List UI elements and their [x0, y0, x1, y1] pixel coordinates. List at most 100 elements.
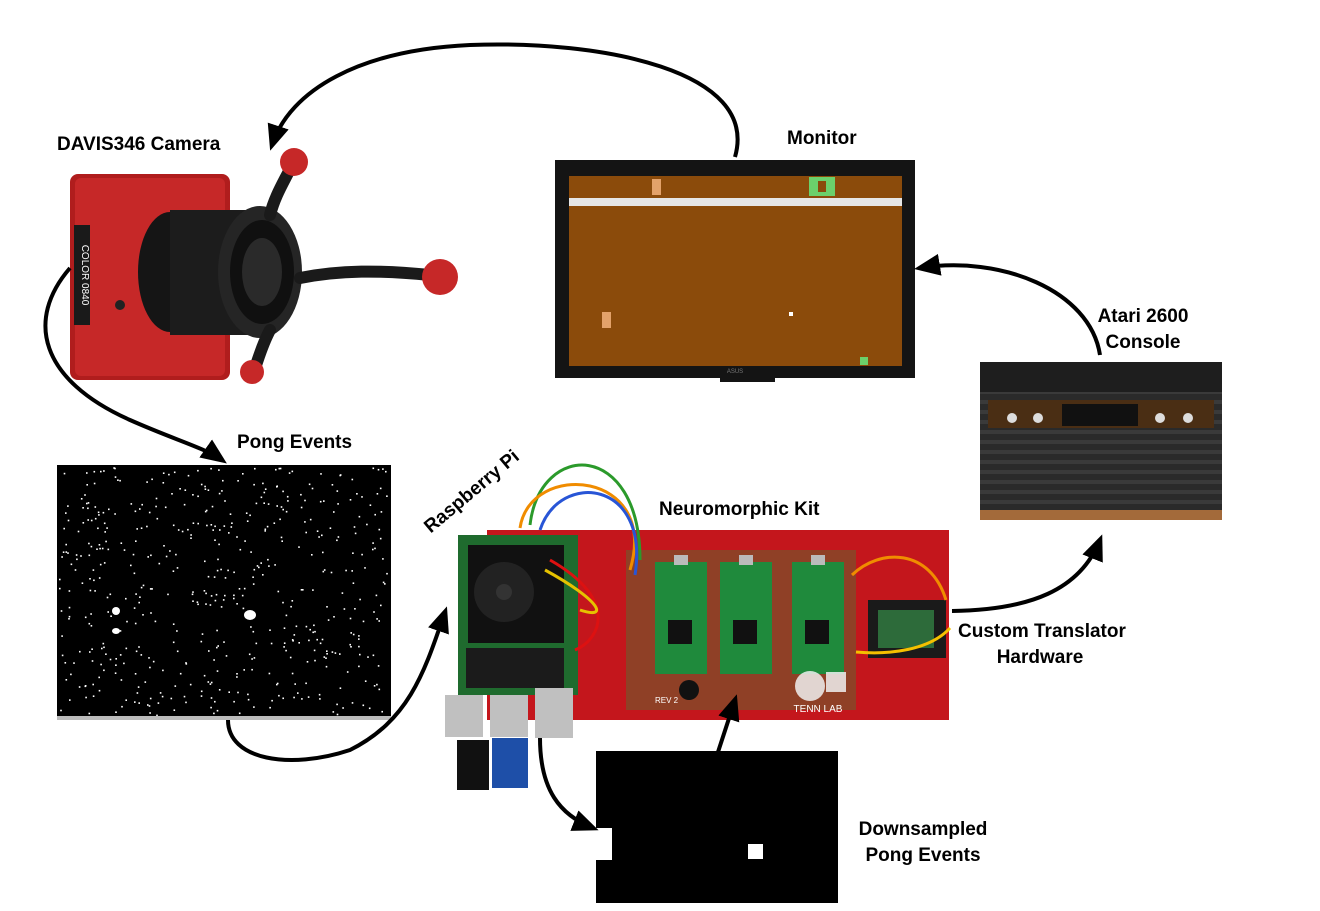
- event-dot: [98, 544, 101, 546]
- event-dot: [374, 513, 376, 516]
- event-dot: [282, 490, 284, 493]
- event-dot: [279, 518, 281, 521]
- event-dot: [117, 479, 119, 481]
- event-dot: [158, 562, 161, 565]
- event-dot: [247, 698, 250, 701]
- event-dot: [102, 642, 105, 645]
- event-dot: [92, 569, 95, 571]
- event-dot: [216, 670, 219, 672]
- event-dot: [339, 653, 341, 655]
- event-dot: [322, 570, 325, 573]
- event-dot: [91, 648, 93, 650]
- event-dot: [82, 507, 84, 509]
- event-dot: [216, 629, 218, 632]
- event-dot: [151, 478, 153, 481]
- event-dot: [79, 650, 81, 653]
- event-dot: [125, 699, 127, 701]
- event-dot: [245, 512, 248, 514]
- event-dot: [253, 706, 255, 708]
- event-dot: [250, 551, 252, 553]
- event-dot: [139, 508, 141, 510]
- event-dot: [307, 696, 310, 698]
- event-dot: [275, 468, 277, 471]
- event-dot: [378, 688, 381, 691]
- event-dot: [276, 683, 278, 686]
- event-dot: [106, 596, 109, 599]
- event-dot: [218, 469, 220, 471]
- event-dot: [197, 522, 199, 525]
- event-dot: [267, 558, 269, 561]
- event-dot: [168, 473, 170, 476]
- event-dot: [314, 630, 316, 633]
- event-dot: [172, 524, 175, 527]
- event-dot: [293, 696, 295, 699]
- event-dot: [322, 551, 324, 554]
- event-dot: [138, 601, 140, 604]
- event-dot: [304, 521, 306, 523]
- event-dot: [366, 523, 368, 526]
- event-dot: [319, 642, 322, 645]
- event-dot: [229, 513, 232, 515]
- event-dot: [334, 652, 337, 654]
- event-dot: [326, 650, 328, 652]
- event-dot: [300, 589, 303, 591]
- pico-board-3: [792, 555, 844, 674]
- event-dot: [150, 612, 152, 614]
- event-dot: [80, 555, 82, 557]
- event-dot: [90, 519, 93, 522]
- event-dot: [269, 629, 271, 631]
- neuromorphic-board: TENN LAB REV 2: [487, 530, 952, 720]
- event-dot: [82, 522, 85, 524]
- event-dot: [103, 470, 105, 472]
- event-dot: [204, 560, 206, 563]
- event-dot: [308, 483, 311, 486]
- event-dot: [252, 583, 255, 585]
- event-dot: [211, 505, 214, 508]
- event-dot: [377, 468, 380, 471]
- event-dot: [283, 642, 286, 644]
- event-dot: [214, 599, 217, 602]
- event-dot: [146, 525, 148, 528]
- event-dot: [172, 570, 175, 572]
- event-dot: [89, 589, 92, 592]
- event-dot: [316, 638, 318, 641]
- event-dot: [219, 529, 221, 531]
- event-dot: [319, 500, 322, 503]
- event-dot: [70, 563, 73, 566]
- event-dot: [93, 482, 96, 485]
- event-dot: [105, 653, 107, 655]
- event-dot: [343, 608, 346, 610]
- event-dot: [187, 528, 189, 531]
- event-dot: [140, 527, 143, 529]
- event-dot: [305, 625, 308, 628]
- event-dot: [238, 712, 241, 715]
- event-dot: [88, 554, 91, 557]
- event-dot: [59, 578, 61, 581]
- event-dot: [288, 472, 291, 474]
- event-dot: [283, 646, 285, 648]
- event-dot: [207, 575, 210, 578]
- event-dot: [285, 614, 288, 617]
- event-dot: [65, 543, 67, 546]
- event-dot: [237, 691, 239, 694]
- event-dot: [88, 542, 90, 545]
- event-dot: [290, 605, 292, 608]
- event-dot: [68, 618, 70, 620]
- event-dot: [271, 699, 273, 702]
- event-dot: [209, 683, 212, 685]
- event-dot: [120, 679, 123, 681]
- camera-label-strip: [74, 225, 90, 325]
- event-dot: [142, 584, 145, 587]
- event-dot: [114, 476, 117, 478]
- atari-label: Atari 2600 Console: [1068, 304, 1218, 356]
- event-dot: [364, 567, 366, 569]
- event-dot: [105, 540, 107, 543]
- event-dot: [149, 712, 151, 714]
- event-dot: [323, 569, 326, 571]
- event-dot: [77, 530, 80, 533]
- event-dot: [287, 500, 289, 502]
- event-dot: [189, 683, 192, 686]
- event-dot: [378, 620, 380, 622]
- event-dot: [228, 691, 230, 693]
- event-dot: [184, 489, 187, 491]
